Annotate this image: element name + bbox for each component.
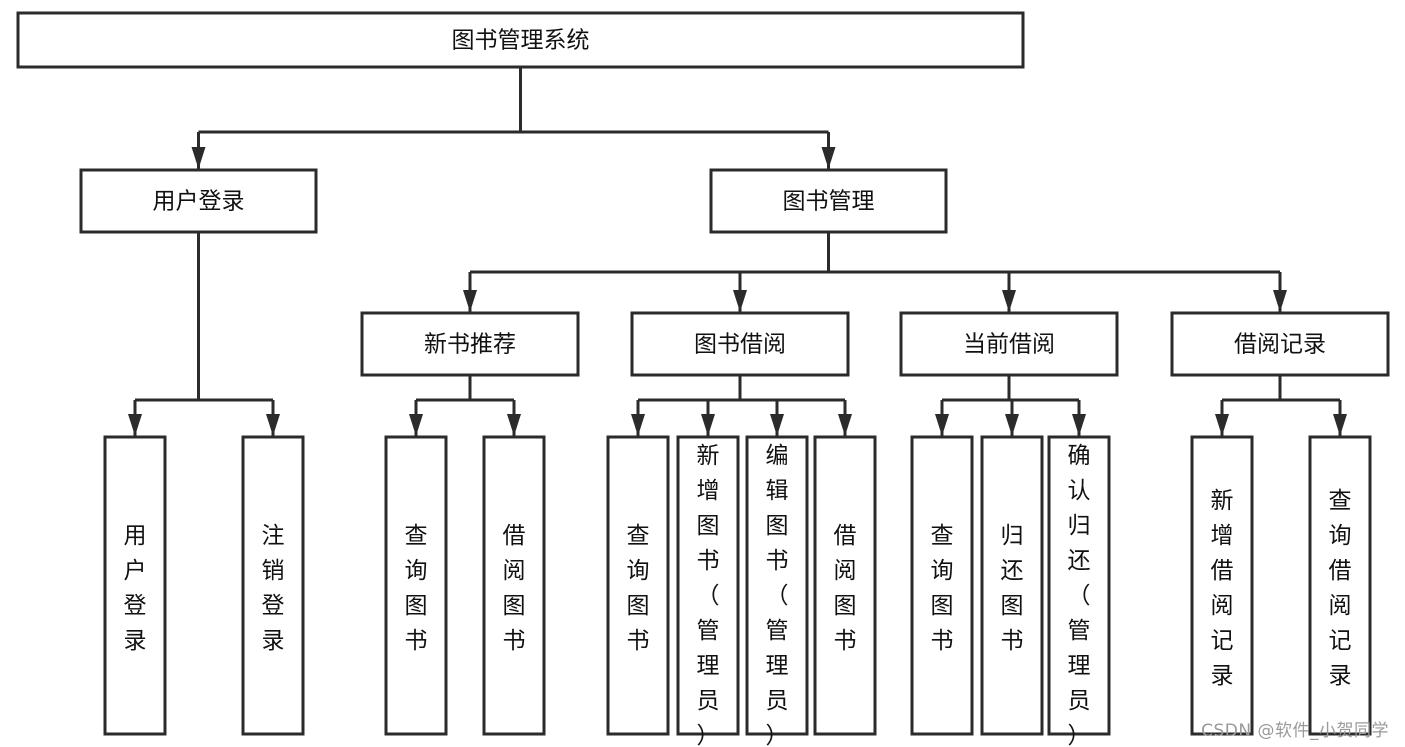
node-label: 编辑图书（管理员）: [766, 443, 789, 747]
node-book-manage[interactable]: 图书管理: [709, 168, 948, 234]
node-label: 借阅图书: [503, 523, 526, 654]
node-box: [103, 435, 167, 736]
node-leaf-return-book[interactable]: 归还图书: [980, 435, 1044, 736]
arrow-head: [1005, 414, 1019, 436]
arrow-head: [1072, 414, 1086, 436]
node-box: [1170, 311, 1390, 377]
node-label: 借阅图书: [834, 523, 857, 654]
arrow-head: [507, 414, 521, 436]
arrow-head: [266, 414, 280, 436]
node-label: 查询借阅记录: [1329, 488, 1352, 689]
arrow-head: [409, 414, 423, 436]
node-leaf-query-book-cb[interactable]: 查询图书: [910, 435, 974, 736]
node-box: [899, 311, 1119, 377]
node-label: 用户登录: [124, 523, 147, 654]
node-leaf-query-book-bw[interactable]: 查询图书: [606, 435, 670, 736]
arrow-head: [1002, 290, 1016, 312]
node-box: [384, 435, 448, 736]
arrow-head: [631, 414, 645, 436]
node-current-borrow[interactable]: 当前借阅: [899, 311, 1119, 377]
arrow-head: [733, 290, 747, 312]
node-book-borrow[interactable]: 图书借阅: [630, 311, 850, 377]
node-label: 图书借阅: [694, 332, 786, 358]
node-label: 新书推荐: [424, 332, 516, 358]
node-box: [1047, 435, 1111, 736]
node-box: [813, 435, 877, 736]
node-label: 注销登录: [262, 523, 285, 654]
arrow-head: [1273, 290, 1287, 312]
node-leaf-borrow-book-rec[interactable]: 借阅图书: [482, 435, 546, 736]
arrow-head: [1215, 414, 1229, 436]
node-label: 归还图书: [1001, 523, 1024, 654]
arrow-head: [838, 414, 852, 436]
node-box: [360, 311, 580, 377]
node-box: [630, 311, 850, 377]
node-leaf-confirm-return[interactable]: 确认归还（管理员）: [1047, 435, 1111, 747]
arrow-head: [128, 414, 142, 436]
node-label: 查询图书: [627, 523, 650, 654]
node-box: [79, 168, 318, 234]
node-leaf-user-logout[interactable]: 注销登录: [241, 435, 305, 736]
node-box: [745, 435, 809, 736]
connector-layer: [128, 67, 1347, 436]
node-box: [1190, 435, 1254, 736]
node-label: 查询图书: [931, 523, 954, 654]
node-box: [980, 435, 1044, 736]
node-leaf-add-book[interactable]: 新增图书（管理员）: [676, 435, 740, 747]
node-box: [241, 435, 305, 736]
node-box: [606, 435, 670, 736]
node-root[interactable]: 图书管理系统: [16, 11, 1025, 69]
node-label: 确认归还（管理员）: [1068, 443, 1091, 747]
arrow-head: [701, 414, 715, 436]
arrow-head: [935, 414, 949, 436]
node-leaf-user-login[interactable]: 用户登录: [103, 435, 167, 736]
node-box: [676, 435, 740, 736]
node-leaf-query-record[interactable]: 查询借阅记录: [1308, 435, 1372, 736]
node-leaf-borrow-book-bw[interactable]: 借阅图书: [813, 435, 877, 736]
node-label: 借阅记录: [1234, 332, 1326, 358]
arrow-head: [770, 414, 784, 436]
node-label: 用户登录: [153, 189, 245, 215]
arrow-head: [191, 147, 206, 169]
arrow-head: [821, 147, 836, 169]
node-leaf-query-book-rec[interactable]: 查询图书: [384, 435, 448, 736]
node-label: 查询图书: [405, 523, 428, 654]
node-box: [709, 168, 948, 234]
node-box: [482, 435, 546, 736]
node-label: 图书管理系统: [452, 28, 590, 54]
node-borrow-record[interactable]: 借阅记录: [1170, 311, 1390, 377]
node-layer: 图书管理系统用户登录图书管理新书推荐图书借阅当前借阅借阅记录用户登录注销登录查询…: [16, 11, 1390, 747]
node-leaf-edit-book[interactable]: 编辑图书（管理员）: [745, 435, 809, 747]
node-leaf-add-record[interactable]: 新增借阅记录: [1190, 435, 1254, 736]
node-box: [910, 435, 974, 736]
arrow-head: [463, 290, 477, 312]
node-user-login[interactable]: 用户登录: [79, 168, 318, 234]
node-new-book-rec[interactable]: 新书推荐: [360, 311, 580, 377]
arrow-head: [1333, 414, 1347, 436]
node-label: 图书管理: [783, 189, 875, 215]
node-box: [1308, 435, 1372, 736]
node-label: 新增图书（管理员）: [697, 443, 720, 747]
node-box: [16, 11, 1025, 69]
node-label: 新增借阅记录: [1211, 488, 1234, 689]
node-label: 当前借阅: [963, 332, 1055, 358]
